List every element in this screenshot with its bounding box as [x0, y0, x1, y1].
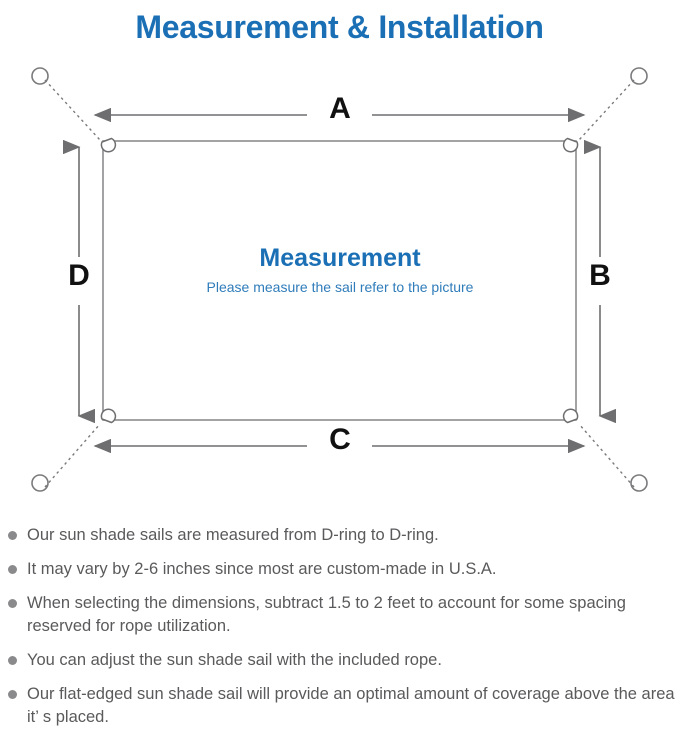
note-text: When selecting the dimensions, subtract … — [27, 594, 626, 635]
note-text: You can adjust the sun shade sail with t… — [27, 651, 442, 669]
bullet-dot-icon — [8, 656, 17, 665]
d-ring-top-left — [100, 137, 117, 153]
dimension-label-a: A — [329, 92, 351, 125]
dimension-label-d: D — [68, 259, 90, 292]
bullet-dot-icon — [8, 531, 17, 540]
note-text: Our flat-edged sun shade sail will provi… — [27, 685, 675, 726]
tether-lines — [44, 79, 635, 488]
d-ring-bottom-left — [100, 408, 117, 424]
d-rings — [100, 137, 579, 424]
anchor-point-top-right — [630, 67, 648, 85]
bullet-dot-icon — [8, 690, 17, 699]
list-item: When selecting the dimensions, subtract … — [8, 592, 676, 638]
note-text: Our sun shade sails are measured from D-… — [27, 526, 439, 544]
anchor-point-bottom-right — [630, 474, 648, 492]
list-item: It may vary by 2-6 inches since most are… — [8, 558, 676, 581]
dimension-label-b: B — [589, 259, 611, 292]
anchor-point-top-left — [31, 67, 49, 85]
list-item: You can adjust the sun shade sail with t… — [8, 649, 676, 672]
anchor-point-bottom-left — [31, 474, 49, 492]
d-ring-top-right — [562, 137, 579, 153]
measurement-diagram: A B C D — [0, 52, 679, 512]
bullet-dot-icon — [8, 599, 17, 608]
sail-rectangle — [102, 140, 577, 421]
bullet-dot-icon — [8, 565, 17, 574]
list-item: Our flat-edged sun shade sail will provi… — [8, 683, 676, 729]
note-text: It may vary by 2-6 inches since most are… — [27, 560, 497, 578]
notes-list: Our sun shade sails are measured from D-… — [8, 524, 676, 740]
list-item: Our sun shade sails are measured from D-… — [8, 524, 676, 547]
anchor-rings — [31, 67, 648, 492]
page-title: Measurement & Installation — [135, 9, 544, 45]
d-ring-bottom-right — [562, 408, 579, 424]
dimension-label-c: C — [329, 423, 351, 456]
